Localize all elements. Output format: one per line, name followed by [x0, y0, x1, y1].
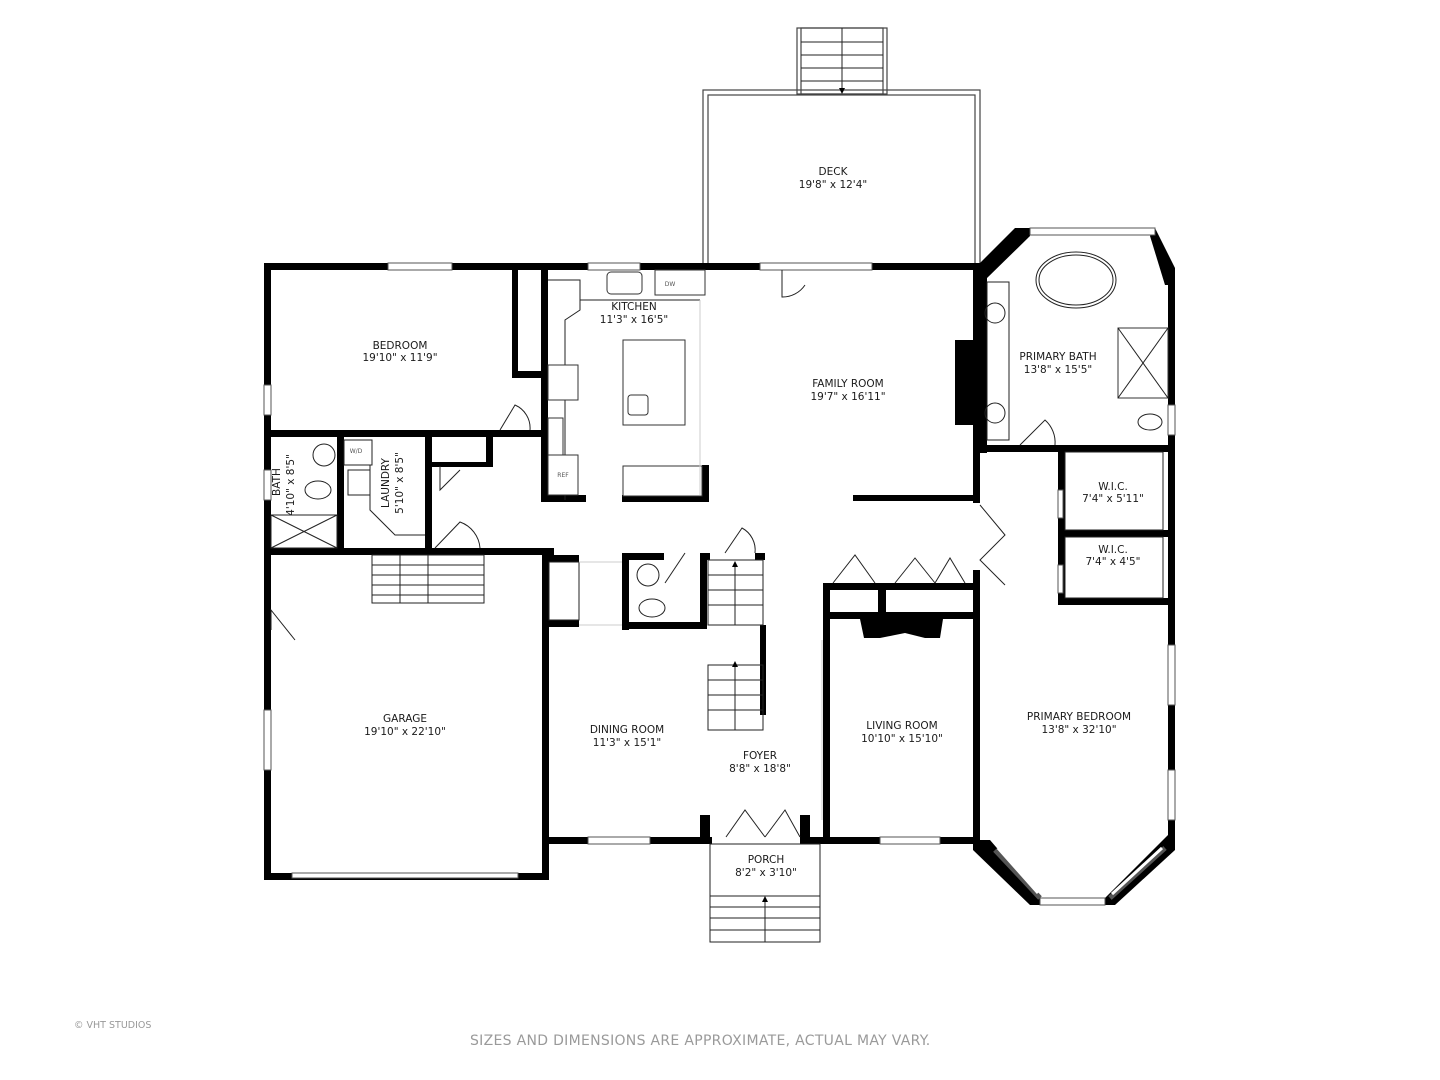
deck-label: DECK	[819, 166, 849, 178]
primary-bath-label: PRIMARY BATH	[1019, 351, 1096, 363]
primary-bath-dims: 13'8" x 15'5"	[1024, 364, 1092, 376]
family-room-dims: 19'7" x 16'11"	[810, 391, 885, 403]
deck: DECK 19'8" x 12'4"	[702, 27, 981, 267]
living-room-dims: 10'10" x 15'10"	[861, 733, 943, 745]
laundry-label: LAUNDRY	[380, 457, 392, 508]
bedroom-label: BEDROOM	[373, 340, 428, 352]
deck-dims: 19'8" x 12'4"	[799, 179, 867, 191]
wic-2-label: W.I.C.	[1098, 544, 1128, 556]
living-room-label: LIVING ROOM	[866, 720, 937, 732]
primary-bedroom-dims: 13'8" x 32'10"	[1041, 724, 1116, 736]
dining-room-label: DINING ROOM	[590, 724, 664, 736]
laundry-dims: 5'10" x 8'5"	[394, 452, 406, 514]
windows	[263, 227, 1176, 906]
foyer-label: FOYER	[743, 750, 777, 762]
dw-label: DW	[665, 281, 676, 288]
room-labels: BEDROOM 19'10" x 11'9" KITCHEN 11'3" x 1…	[271, 301, 1144, 879]
deck-stairs	[796, 27, 888, 95]
foyer-dims: 8'8" x 18'8"	[729, 763, 791, 775]
wic-1-label: W.I.C.	[1098, 481, 1128, 493]
family-room-label: FAMILY ROOM	[812, 378, 884, 390]
bedroom-dims: 19'10" x 11'9"	[362, 352, 437, 364]
kitchen-dims: 11'3" x 16'5"	[600, 314, 668, 326]
wic-2-dims: 7'4" x 4'5"	[1085, 556, 1140, 568]
porch-label: PORCH	[748, 854, 785, 866]
primary-bedroom-label: PRIMARY BEDROOM	[1027, 711, 1131, 723]
bath-label: BATH	[271, 468, 283, 496]
porch-dims: 8'2" x 3'10"	[735, 867, 797, 879]
fixtures: REF DW W/D	[270, 251, 1169, 943]
dining-room-dims: 11'3" x 15'1"	[593, 737, 661, 749]
garage-label: GARAGE	[383, 713, 427, 725]
garage-dims: 19'10" x 22'10"	[364, 726, 446, 738]
kitchen-label: KITCHEN	[611, 301, 657, 313]
walls	[264, 228, 1175, 905]
copyright-notice: © VHT STUDIOS	[74, 1020, 152, 1031]
bath-dims: 4'10" x 8'5"	[285, 454, 297, 516]
wd-label: W/D	[350, 448, 363, 455]
disclaimer-text: SIZES AND DIMENSIONS ARE APPROXIMATE, AC…	[470, 1033, 931, 1049]
wic-1-dims: 7'4" x 5'11"	[1082, 493, 1144, 505]
ref-label: REF	[557, 472, 569, 479]
